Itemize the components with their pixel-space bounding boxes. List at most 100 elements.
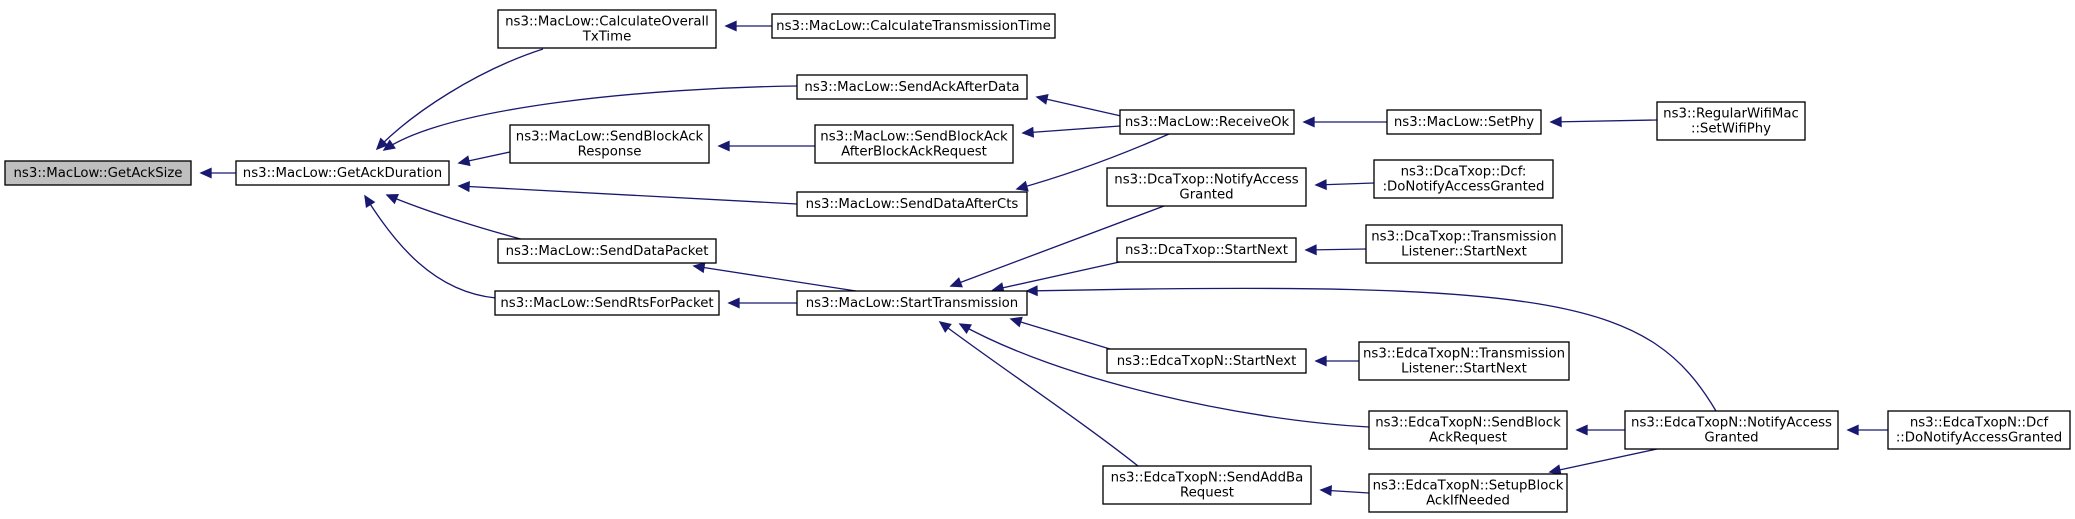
node-box[interactable] [1102, 465, 1312, 505]
edge-edcanotify-to-edcasetupblock [1549, 448, 1658, 473]
node-edcanotify[interactable]: ns3::EdcaTxopN::NotifyAccessGranted [1624, 410, 1839, 450]
node-label: ns3::MacLow::GetAckDuration [243, 166, 442, 181]
arrowhead [1846, 424, 1859, 436]
node-setwifiphy[interactable]: ns3::RegularWifiMac::SetWifiPhy [1656, 101, 1806, 141]
edge-receiveok-to-senddataaftercts [1016, 133, 1170, 190]
arrowhead [938, 321, 952, 333]
node-label: ns3::EdcaTxopN::SendBlock [1375, 416, 1561, 431]
node-getackduration[interactable]: ns3::MacLow::GetAckDuration [235, 160, 450, 186]
node-edcastartnext[interactable]: ns3::EdcaTxopN::StartNext [1106, 348, 1307, 374]
arrowhead [385, 194, 399, 205]
node-sendrtsforpacket[interactable]: ns3::MacLow::SendRtsForPacket [494, 290, 720, 316]
edge-edcasendblockack-to-starttransmission [959, 323, 1370, 428]
node-box[interactable] [509, 124, 710, 164]
node-box[interactable] [1368, 473, 1568, 513]
node-box[interactable] [796, 290, 1028, 316]
node-label: ns3::MacLow::SendBlockAck [516, 130, 704, 145]
node-label: ns3::EdcaTxopN::Dcf [1910, 416, 2049, 431]
arrowhead [1549, 116, 1562, 128]
node-box[interactable] [1116, 237, 1297, 263]
arrowhead [1035, 93, 1049, 105]
node-senddataaftercts[interactable]: ns3::MacLow::SendDataAfterCts [796, 191, 1028, 217]
edge-receiveok-to-sendackafterdata [1036, 96, 1122, 117]
node-box[interactable] [1358, 341, 1570, 381]
node-label: ns3::DcaTxop::NotifyAccess [1114, 173, 1298, 188]
edge-senddataaftercts-to-getackduration [458, 185, 798, 205]
node-label: ns3::EdcaTxopN::SendAddBa [1111, 471, 1304, 486]
node-label: ns3::RegularWifiMac [1663, 107, 1799, 122]
node-label: Listener::StartNext [1401, 362, 1527, 377]
node-getacksize[interactable]: ns3::MacLow::GetAckSize [4, 160, 192, 186]
node-label: Response [578, 145, 642, 160]
node-label: ns3::MacLow::CalculateOverall [505, 15, 709, 30]
arrowhead [1314, 179, 1327, 191]
node-label: ::SetWifiPhy [1691, 122, 1771, 137]
node-box[interactable] [1386, 109, 1542, 135]
node-label: AckIfNeeded [1426, 494, 1510, 509]
node-box[interactable] [1624, 410, 1839, 450]
arrowhead [199, 167, 212, 179]
node-receiveok[interactable]: ns3::MacLow::ReceiveOk [1119, 109, 1295, 135]
arrowhead [457, 181, 470, 193]
node-edcatranslistener[interactable]: ns3::EdcaTxopN::TransmissionListener::St… [1358, 341, 1570, 381]
edge-setwifiphy-to-setphy [1550, 119, 1658, 123]
node-box[interactable] [1368, 410, 1568, 450]
edge-dcastartnext-to-starttransmission [992, 260, 1125, 291]
arrowhead [382, 139, 396, 151]
node-box[interactable] [814, 124, 1014, 164]
node-label: ns3::EdcaTxopN::NotifyAccess [1631, 416, 1832, 431]
node-label: ns3::MacLow::ReceiveOk [1125, 115, 1290, 130]
edge-edcastartnext-to-starttransmission [1010, 318, 1111, 350]
arrowhead [1015, 180, 1029, 192]
arrowhead [1319, 485, 1332, 497]
node-label: ns3::MacLow::SendRtsForPacket [500, 296, 713, 311]
node-edcadcf[interactable]: ns3::EdcaTxopN::Dcf::DoNotifyAccessGrant… [1887, 410, 2071, 450]
node-sendblockackafter[interactable]: ns3::MacLow::SendBlockAckAfterBlockAckRe… [814, 124, 1014, 164]
node-label: ns3::EdcaTxopN::StartNext [1117, 354, 1297, 369]
node-label: Granted [1179, 188, 1233, 203]
node-box[interactable] [796, 74, 1028, 100]
node-box[interactable] [497, 9, 717, 49]
arrowhead [1314, 355, 1327, 367]
node-box[interactable] [4, 160, 192, 186]
node-calctxtime[interactable]: ns3::MacLow::CalculateTransmissionTime [771, 13, 1056, 39]
node-dcanotify[interactable]: ns3::DcaTxop::NotifyAccessGranted [1106, 167, 1307, 207]
node-dcadcf[interactable]: ns3::DcaTxop::Dcf::DoNotifyAccessGranted [1373, 159, 1554, 199]
node-box[interactable] [1106, 167, 1307, 207]
arrowhead [457, 155, 471, 167]
arrowhead [1575, 424, 1588, 436]
arrowhead [1021, 126, 1035, 138]
node-box[interactable] [497, 238, 717, 264]
node-label: Request [1180, 486, 1234, 501]
node-box[interactable] [1656, 101, 1806, 141]
node-box[interactable] [235, 160, 450, 186]
arrowhead [364, 194, 376, 208]
node-label: ns3::MacLow::SendDataPacket [506, 244, 709, 259]
arrowhead [375, 137, 389, 151]
node-starttransmission[interactable]: ns3::MacLow::StartTransmission [796, 290, 1028, 316]
node-label: ns3::DcaTxop::StartNext [1125, 243, 1288, 258]
arrowhead [727, 297, 740, 309]
node-box[interactable] [1887, 410, 2071, 450]
node-box[interactable] [1373, 159, 1554, 199]
node-setphy[interactable]: ns3::MacLow::SetPhy [1386, 109, 1542, 135]
node-box[interactable] [494, 290, 720, 316]
node-box[interactable] [1106, 348, 1307, 374]
node-box[interactable] [771, 13, 1056, 39]
node-senddatapacket[interactable]: ns3::MacLow::SendDataPacket [497, 238, 717, 264]
node-dcastartnext[interactable]: ns3::DcaTxop::StartNext [1116, 237, 1297, 263]
node-dcatranslistener[interactable]: ns3::DcaTxop::TransmissionListener::Star… [1365, 224, 1563, 264]
edge-sendackafterdata-to-getackduration [383, 85, 798, 151]
edge-edcanotify-to-starttransmission [1026, 287, 1717, 412]
node-sendackafterdata[interactable]: ns3::MacLow::SendAckAfterData [796, 74, 1028, 100]
edge-edcasendaddba-to-starttransmission [939, 321, 1139, 467]
node-box[interactable] [796, 191, 1028, 217]
node-box[interactable] [1119, 109, 1295, 135]
node-box[interactable] [1365, 224, 1563, 264]
